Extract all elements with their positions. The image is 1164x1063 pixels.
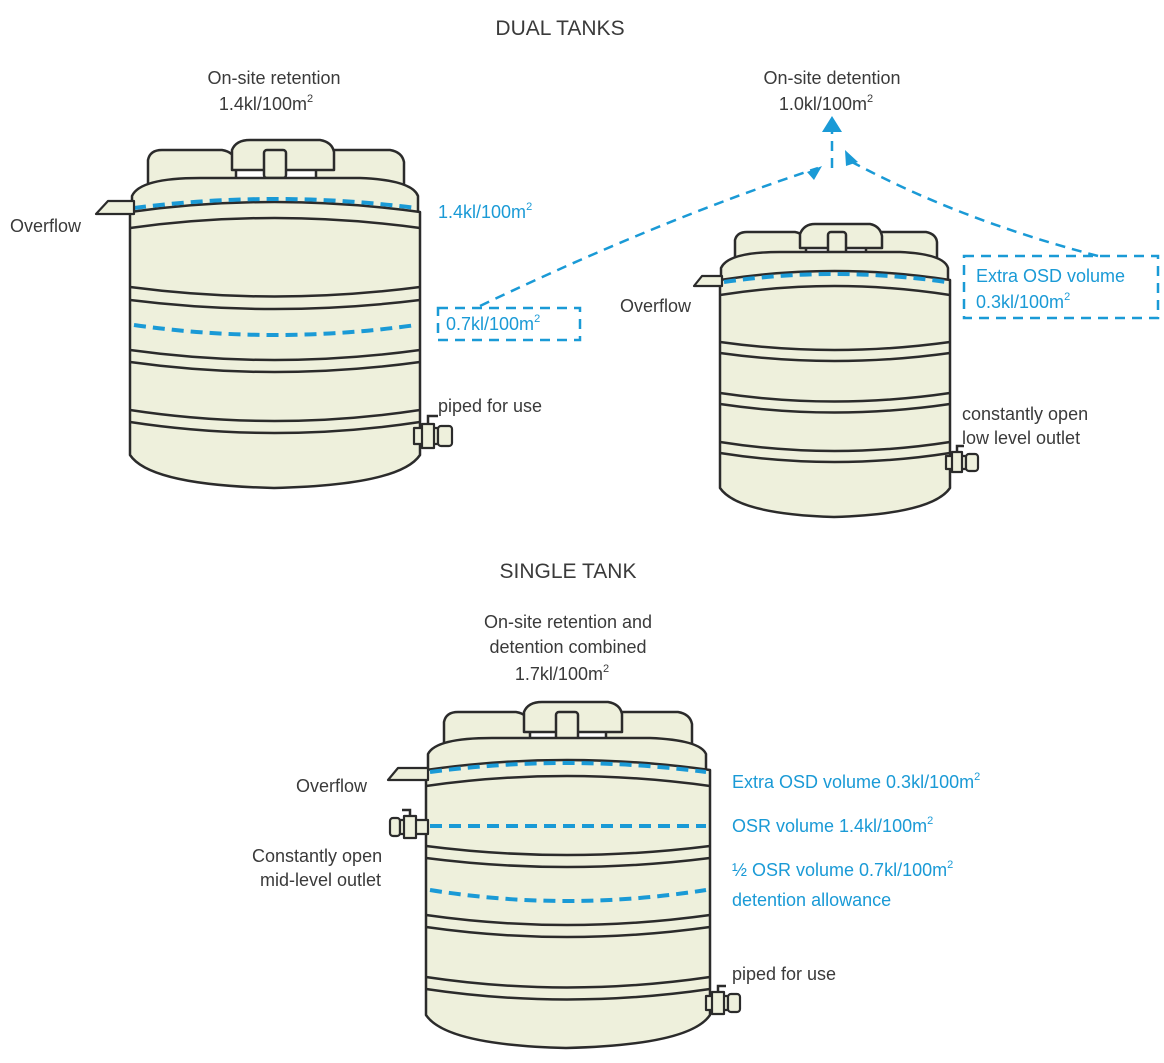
single-outlet-label: piped for use [732, 964, 836, 984]
single-level-label-1: Extra OSD volume 0.3kl/100m2 [732, 771, 980, 792]
outlet-label: piped for use [438, 396, 542, 416]
combined-tank [386, 700, 742, 1050]
flow-arrow-left [479, 166, 819, 308]
mid-level-tap-icon [388, 808, 430, 840]
tap-icon [412, 414, 454, 450]
level-line-mid [133, 323, 417, 337]
extra-osd-box [962, 254, 1160, 320]
level-line-top [133, 197, 417, 210]
low-outlet-label-2: low level outlet [962, 428, 1080, 448]
single-title-2: detention combined [489, 637, 646, 657]
single-level-label-2: OSR volume 1.4kl/100m2 [732, 815, 933, 836]
single-level-label-3: ½ OSR volume 0.7kl/100m2 [732, 859, 953, 880]
arrow-head-left [807, 166, 822, 180]
arrow-head-up [822, 116, 842, 132]
retention-title: On-site retention [207, 68, 340, 88]
extra-osd-label: Extra OSD volume [976, 266, 1125, 286]
single-level-label-3b: detention allowance [732, 890, 891, 910]
level-label-mid: 0.7kl/100m2 [446, 313, 540, 334]
level-label-top: 1.4kl/100m2 [438, 201, 532, 222]
single-level-half-osr [429, 888, 707, 903]
extra-osd-rate: 0.3kl/100m2 [976, 291, 1070, 312]
detention-title: On-site detention [763, 68, 900, 88]
overflow-pipe [94, 199, 136, 216]
overflow-label-right: Overflow [620, 296, 692, 316]
overflow-pipe-right [692, 274, 724, 288]
retention-tank [94, 138, 454, 490]
overflow-pipe-single [386, 766, 430, 782]
low-outlet-label-1: constantly open [962, 404, 1088, 424]
arrow-head-right [845, 150, 858, 166]
overflow-label-single: Overflow [296, 776, 368, 796]
detention-tank [692, 222, 980, 519]
single-title-3: 1.7kl/100m2 [515, 663, 609, 684]
mid-level-box [436, 306, 582, 342]
mid-outlet-label-1: Constantly open [252, 846, 382, 866]
single-level-osd [429, 761, 707, 774]
single-tank-heading: SINGLE TANK [500, 560, 637, 583]
osd-level-line [723, 272, 947, 284]
tap-icon-single [704, 984, 742, 1016]
retention-rate: 1.4kl/100m2 [219, 93, 313, 114]
single-title-1: On-site retention and [484, 612, 652, 632]
detention-rate: 1.0kl/100m2 [779, 93, 873, 114]
tap-icon-right [944, 444, 980, 474]
overflow-label: Overflow [10, 216, 82, 236]
mid-outlet-label-2: mid-level outlet [260, 870, 381, 890]
flow-arrow-right [851, 160, 1099, 258]
dual-tanks-heading: DUAL TANKS [495, 17, 624, 40]
